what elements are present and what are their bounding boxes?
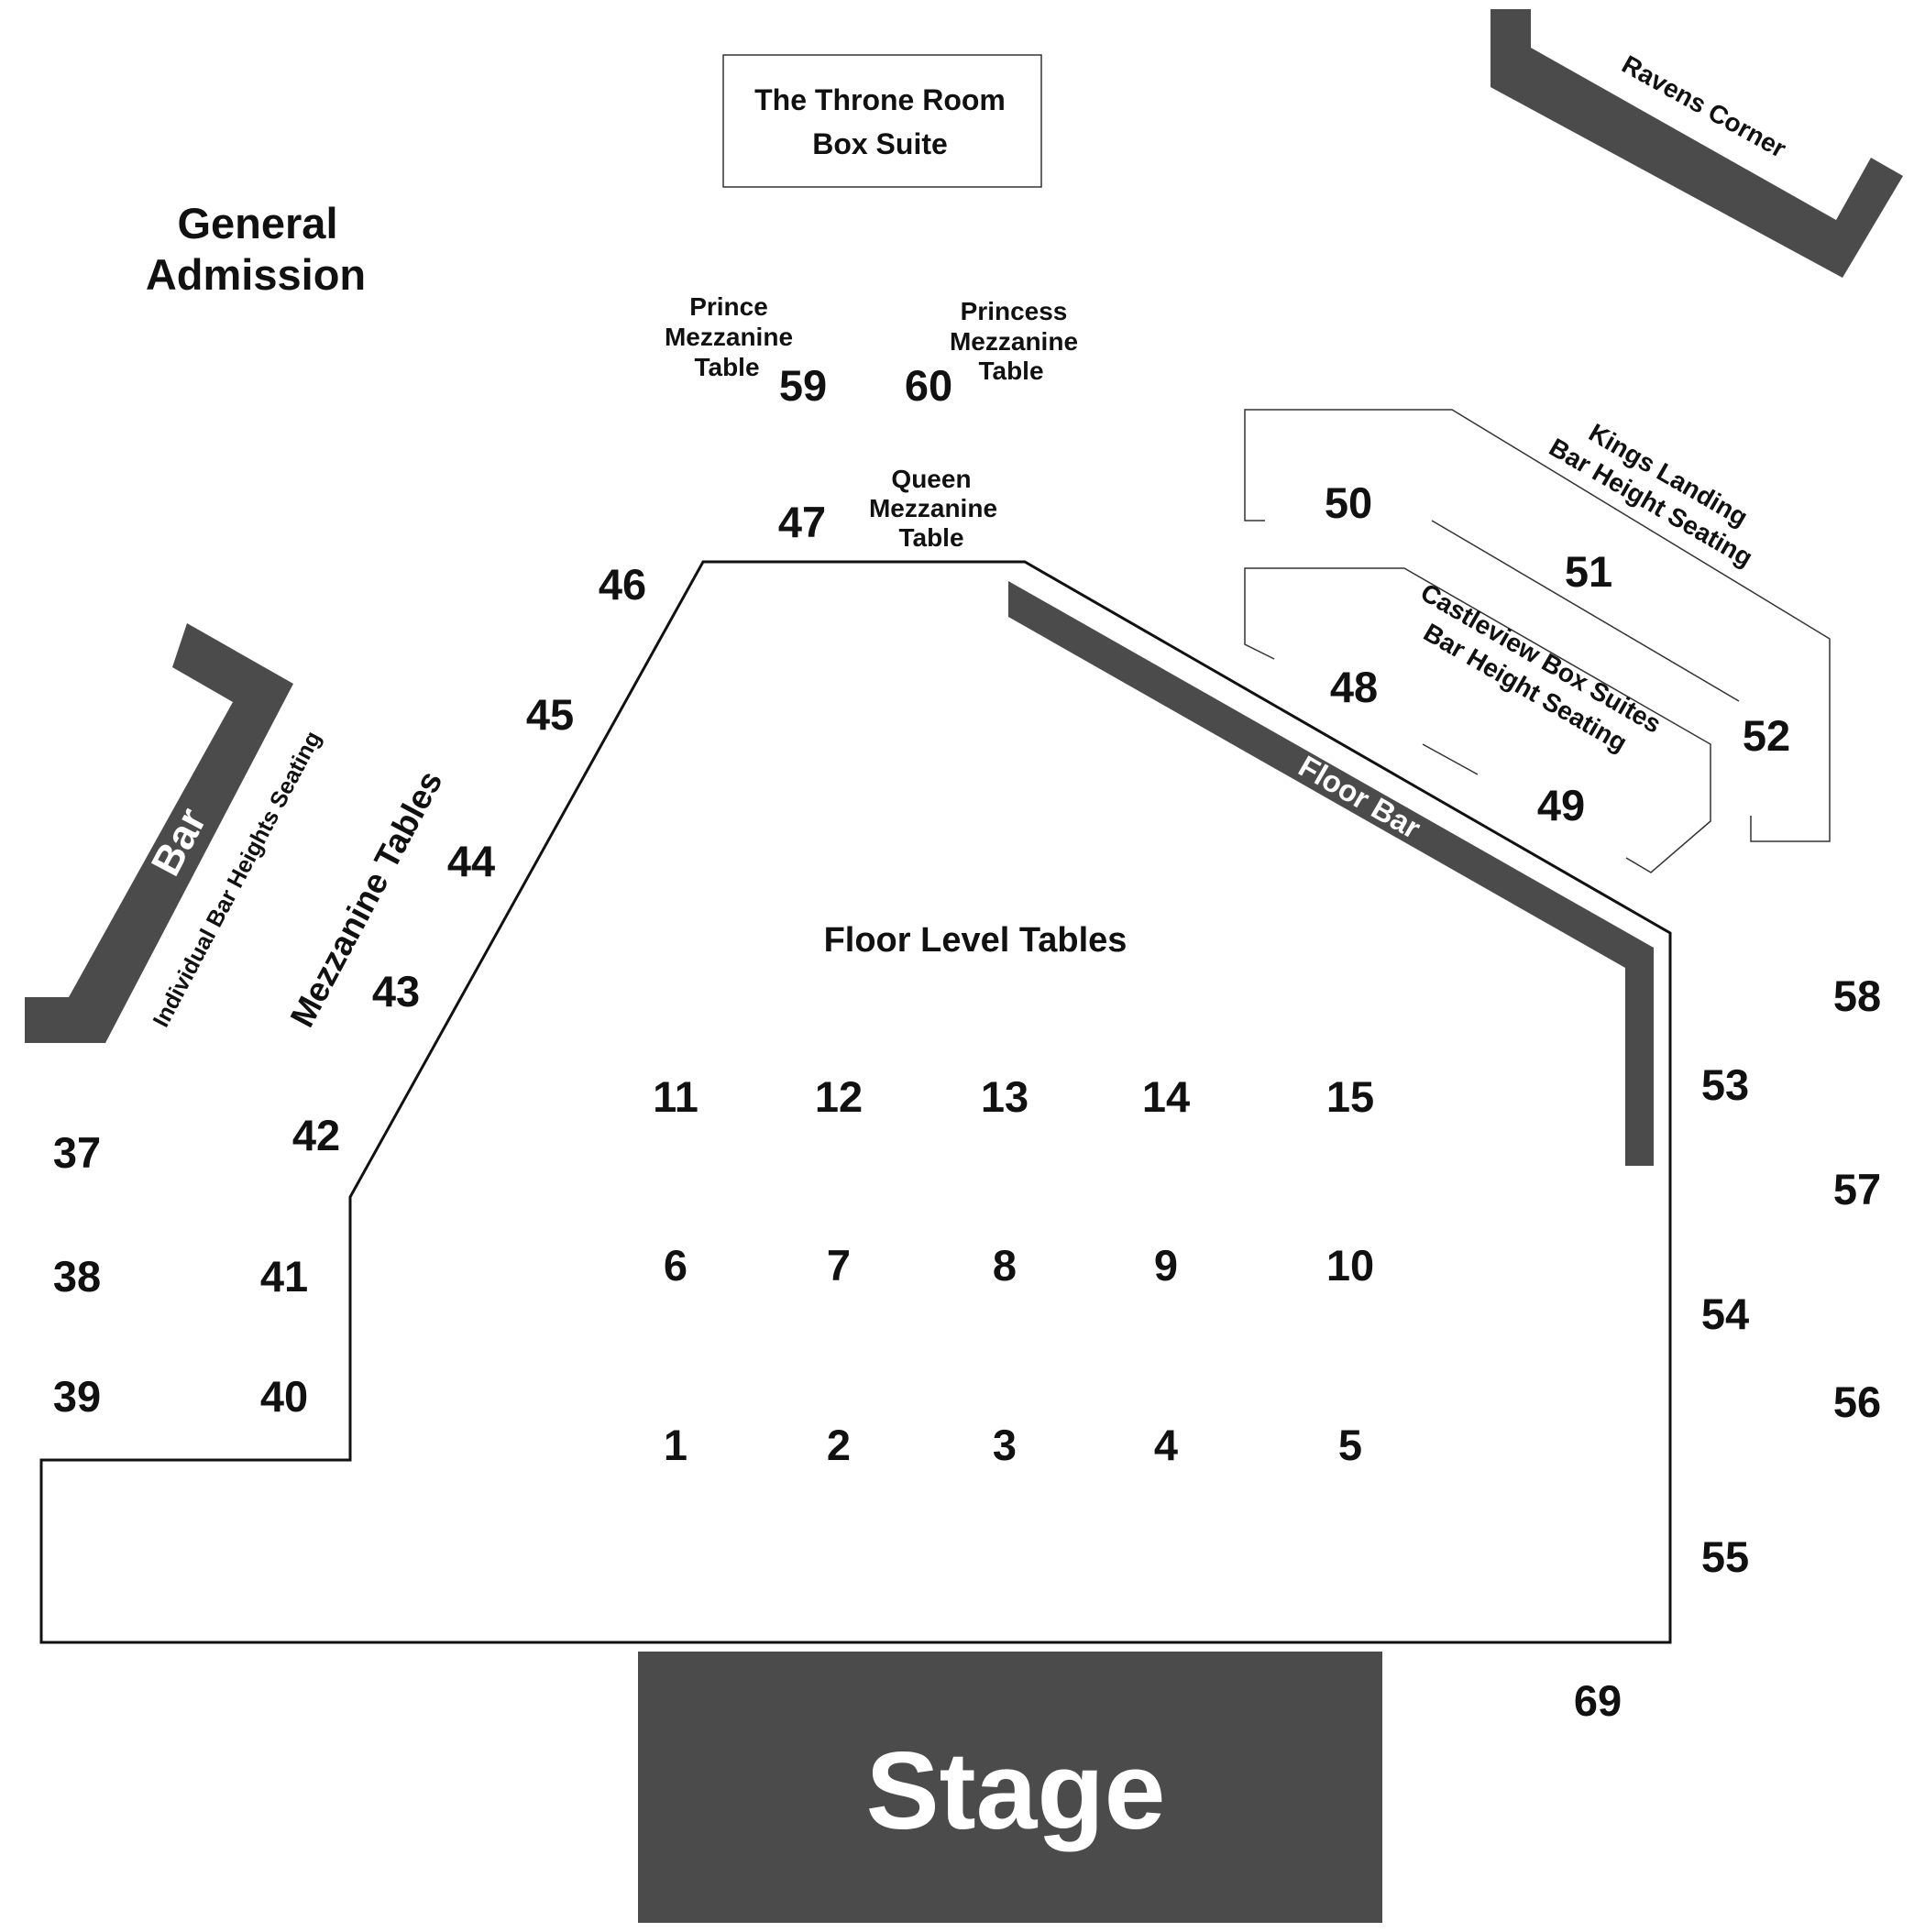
prince-label-line3: Table [694,353,759,381]
table-58[interactable]: 58 [1833,971,1881,1020]
table-1[interactable]: 1 [664,1421,688,1469]
table-37[interactable]: 37 [53,1128,101,1177]
table-12[interactable]: 12 [815,1072,863,1121]
table-53[interactable]: 53 [1701,1060,1749,1109]
table-40[interactable]: 40 [260,1372,308,1421]
table-4[interactable]: 4 [1154,1421,1178,1469]
table-5[interactable]: 5 [1338,1421,1362,1469]
queen-label-line1: Queen [891,465,971,493]
left-bar[interactable] [25,623,293,1043]
table-10[interactable]: 10 [1326,1241,1374,1290]
table-44[interactable]: 44 [447,837,495,885]
table-15[interactable]: 15 [1326,1072,1374,1121]
princess-label-line1: Princess [961,297,1068,325]
table-47[interactable]: 47 [778,498,826,546]
prince-label-line2: Mezzanine [665,323,793,351]
queen-label-line3: Table [898,523,963,552]
table-60[interactable]: 60 [905,361,952,410]
floor-level-tables-label: Floor Level Tables [824,921,1128,960]
kings-landing-outline [1244,409,1831,842]
table-7[interactable]: 7 [827,1241,851,1290]
table-54[interactable]: 54 [1701,1290,1749,1338]
table-41[interactable]: 41 [260,1252,308,1301]
prince-label-line1: Prince [689,292,768,321]
general-admission-line1: General [177,199,337,247]
general-admission-line2: Admission [146,250,366,299]
table-49[interactable]: 49 [1537,781,1585,829]
stage-label: Stage [866,1729,1166,1852]
floor-bar-label: Floor Bar [1293,749,1427,845]
table-46[interactable]: 46 [599,560,646,609]
table-9[interactable]: 9 [1154,1241,1178,1290]
castleview-inner-line [1422,743,1479,775]
table-55[interactable]: 55 [1701,1532,1749,1581]
table-8[interactable]: 8 [993,1241,1017,1290]
table-48[interactable]: 48 [1330,663,1378,711]
table-59[interactable]: 59 [779,361,827,410]
stage-area[interactable] [638,1652,1382,1923]
ravens-corner-bar[interactable] [1490,9,1903,278]
princess-label-line2: Mezzanine [950,327,1078,356]
table-13[interactable]: 13 [981,1072,1028,1121]
table-56[interactable]: 56 [1833,1378,1881,1426]
table-50[interactable]: 50 [1325,478,1372,527]
table-6[interactable]: 6 [664,1241,688,1290]
table-45[interactable]: 45 [526,690,574,739]
mezzanine-tables-label: Mezzanine Tables [283,764,450,1033]
table-57[interactable]: 57 [1833,1165,1881,1213]
queen-label-line2: Mezzanine [869,494,997,522]
kings-landing-inner-line [1431,520,1740,702]
castleview-outline [1244,567,1711,873]
floor-bar[interactable] [1008,581,1654,1166]
throne-room-box[interactable] [722,54,1042,188]
throne-room-label-line1: The Throne Room [754,83,1006,116]
table-51[interactable]: 51 [1565,547,1612,596]
table-11[interactable]: 11 [653,1072,698,1121]
table-43[interactable]: 43 [372,967,420,1015]
table-3[interactable]: 3 [993,1421,1017,1469]
table-42[interactable]: 42 [292,1111,340,1159]
table-2[interactable]: 2 [827,1421,851,1469]
table-52[interactable]: 52 [1743,711,1790,760]
floor-outline [39,560,1672,1644]
throne-room-label-line2: Box Suite [812,127,948,160]
table-38[interactable]: 38 [53,1252,101,1301]
table-69[interactable]: 69 [1574,1676,1622,1725]
table-39[interactable]: 39 [53,1372,101,1421]
table-14[interactable]: 14 [1142,1072,1190,1121]
princess-label-line3: Table [978,357,1043,385]
